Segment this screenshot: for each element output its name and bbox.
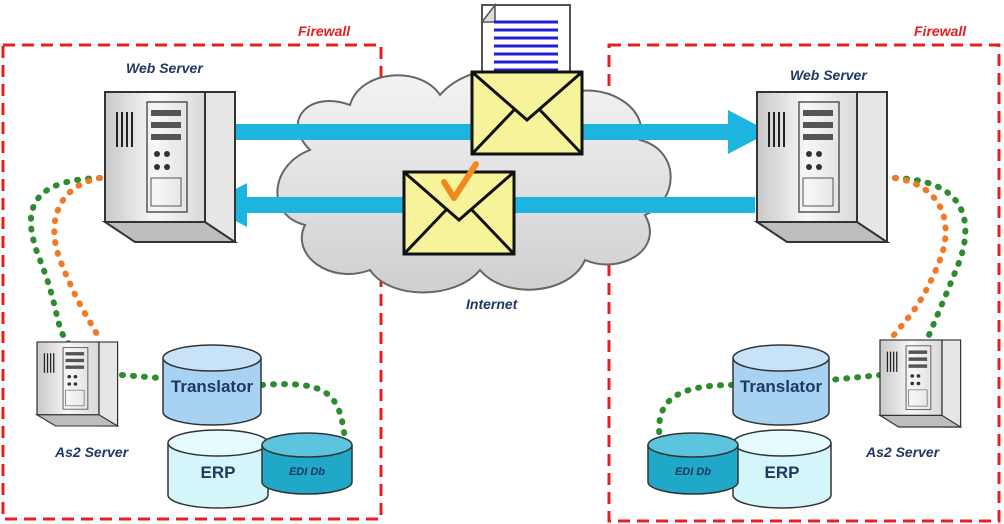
link-right-web-as2-orange <box>887 175 949 343</box>
erp-right-label: ERP <box>764 463 800 482</box>
edidb-right-db-icon <box>647 432 739 495</box>
link-right-as2-translator <box>827 372 883 383</box>
erp-left-label: ERP <box>200 463 236 482</box>
translator-left-db-icon <box>162 344 262 426</box>
web-server-right-label: Web Server <box>790 67 867 83</box>
edidb-left-label: EDI Db <box>288 466 326 478</box>
as2-server-right-icon <box>879 339 962 428</box>
link-right-translator-edidb <box>656 382 735 443</box>
mdn-envelope-icon <box>402 170 516 256</box>
web-server-left-label: Web Server <box>126 60 203 76</box>
translator-right-label: Translator <box>739 377 823 396</box>
translator-right-db-icon <box>732 344 830 426</box>
web-server-right-icon <box>756 91 888 243</box>
as2-server-left-icon <box>36 341 119 427</box>
translator-left-label: Translator <box>170 377 254 396</box>
outbound-envelope-icon <box>470 70 584 156</box>
edidb-right-label: EDI Db <box>674 466 712 478</box>
web-server-left-icon <box>104 91 236 243</box>
erp-right-db-icon <box>732 429 832 509</box>
link-left-web-as2-green <box>27 175 103 348</box>
edidb-left-db-icon <box>261 432 353 495</box>
erp-left-db-icon <box>167 429 269 509</box>
checkmark-icon <box>441 161 479 201</box>
outbound-arrow <box>205 110 770 154</box>
as2-server-left-label: As2 Server <box>55 444 129 460</box>
firewall-right-box <box>607 43 1001 523</box>
firewall-left-label: Firewall <box>298 23 351 39</box>
link-left-translator-edidb <box>259 381 348 443</box>
as2-server-right-label: As2 Server <box>866 444 940 460</box>
internet-label: Internet <box>466 296 518 312</box>
link-right-web-as2-green <box>892 175 969 348</box>
firewall-right-label: Firewall <box>914 23 967 39</box>
link-left-web-as2-orange <box>51 175 103 343</box>
link-left-as2-translator <box>119 372 163 381</box>
